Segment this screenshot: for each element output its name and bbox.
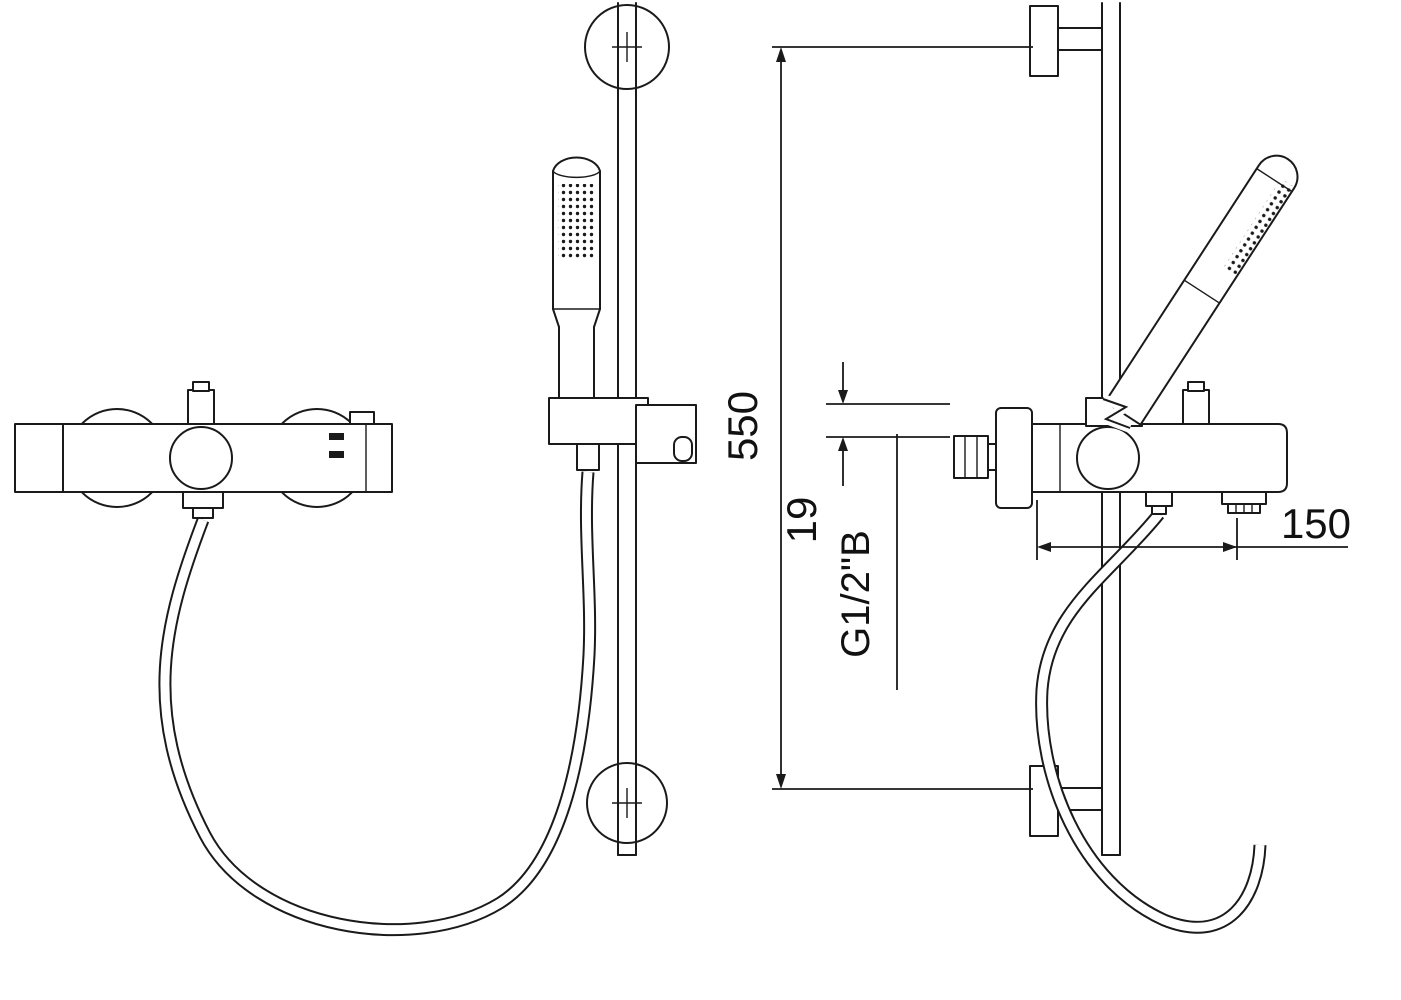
hose-outlet-side <box>1145 491 1173 507</box>
hand-shower-dome <box>552 156 601 172</box>
slide-rail-front <box>584 2 670 856</box>
control-knob-front <box>169 426 233 490</box>
hand-shower-seam <box>552 170 601 179</box>
diverter-stem-front <box>187 389 215 425</box>
slider-holder-front <box>548 397 697 464</box>
hand-shower-front <box>552 156 601 400</box>
hose-core <box>160 471 595 935</box>
dimension-annotations: 550 19 G1/2"B 150 <box>719 46 1351 790</box>
break-mark <box>1102 398 1131 429</box>
wall-plate-top-side <box>1029 5 1059 77</box>
mixer-front <box>14 381 393 508</box>
flange-center-cross-bottom <box>612 788 642 818</box>
arrow-right <box>1223 542 1237 552</box>
flange-center-cross-top <box>612 32 642 62</box>
dimension-150-label: 150 <box>1281 500 1351 547</box>
hose-core-side <box>1037 511 1265 932</box>
control-knob-side <box>1076 426 1140 490</box>
dimension-550-label: 550 <box>719 391 766 461</box>
side-view <box>953 2 1299 934</box>
arrow-up <box>776 47 786 62</box>
hand-shower-joint-side <box>1183 279 1220 304</box>
shower-hose-front <box>158 443 600 937</box>
front-view <box>14 2 697 937</box>
arrow-to-top <box>838 390 848 404</box>
hand-shower-side <box>1085 154 1299 433</box>
slider-lock-tab <box>673 436 693 462</box>
spray-face-dots-front <box>558 184 596 260</box>
arrow-to-bottom <box>838 437 848 451</box>
hose-nut-side <box>1151 505 1167 515</box>
safety-button-front <box>349 411 375 425</box>
diverter-cap-side <box>1187 381 1205 392</box>
hand-shower-cylinder <box>1104 154 1299 426</box>
inlet-hex-nut <box>953 435 989 479</box>
temperature-scale-mark-bottom <box>329 451 344 458</box>
mixer-body-side <box>1031 423 1288 493</box>
spout-outlet <box>1221 491 1267 505</box>
temperature-scale-mark-top <box>329 433 344 440</box>
hose-outlet-front <box>182 491 224 509</box>
diverter-cap-front <box>192 381 210 392</box>
hand-shower-connector-front <box>576 443 600 471</box>
arrow-down <box>776 774 786 789</box>
dimension-19: 19 <box>778 362 950 543</box>
dimension-550: 550 <box>719 46 1033 790</box>
slider-body <box>548 397 649 445</box>
dimension-19-label: 19 <box>778 497 825 544</box>
thread-label: G1/2"B <box>834 530 878 658</box>
arrow-left <box>1037 542 1051 552</box>
hose-outline-side <box>1035 509 1267 934</box>
wall-escutcheon-side <box>995 407 1033 509</box>
shower-hose-side <box>1035 509 1267 934</box>
diverter-stem-side <box>1182 389 1210 425</box>
hose-nut-front <box>192 507 214 519</box>
dimension-150: 150 <box>1036 500 1351 560</box>
thread-callout: G1/2"B <box>834 434 898 690</box>
spray-face-dots-side <box>1222 178 1294 278</box>
mixer-side <box>953 381 1288 515</box>
